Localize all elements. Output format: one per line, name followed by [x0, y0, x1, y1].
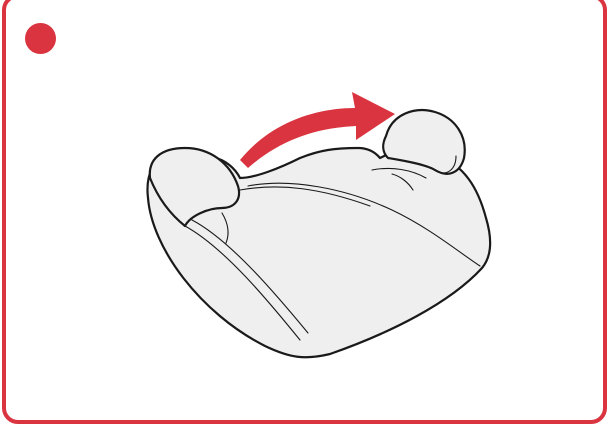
seat-contour-lines: [184, 155, 481, 341]
curved-arrow-icon: [240, 92, 395, 168]
booster-seat-body: [146, 108, 492, 359]
booster-seat-illustration: [146, 92, 492, 359]
step-number-badge: [25, 23, 56, 54]
